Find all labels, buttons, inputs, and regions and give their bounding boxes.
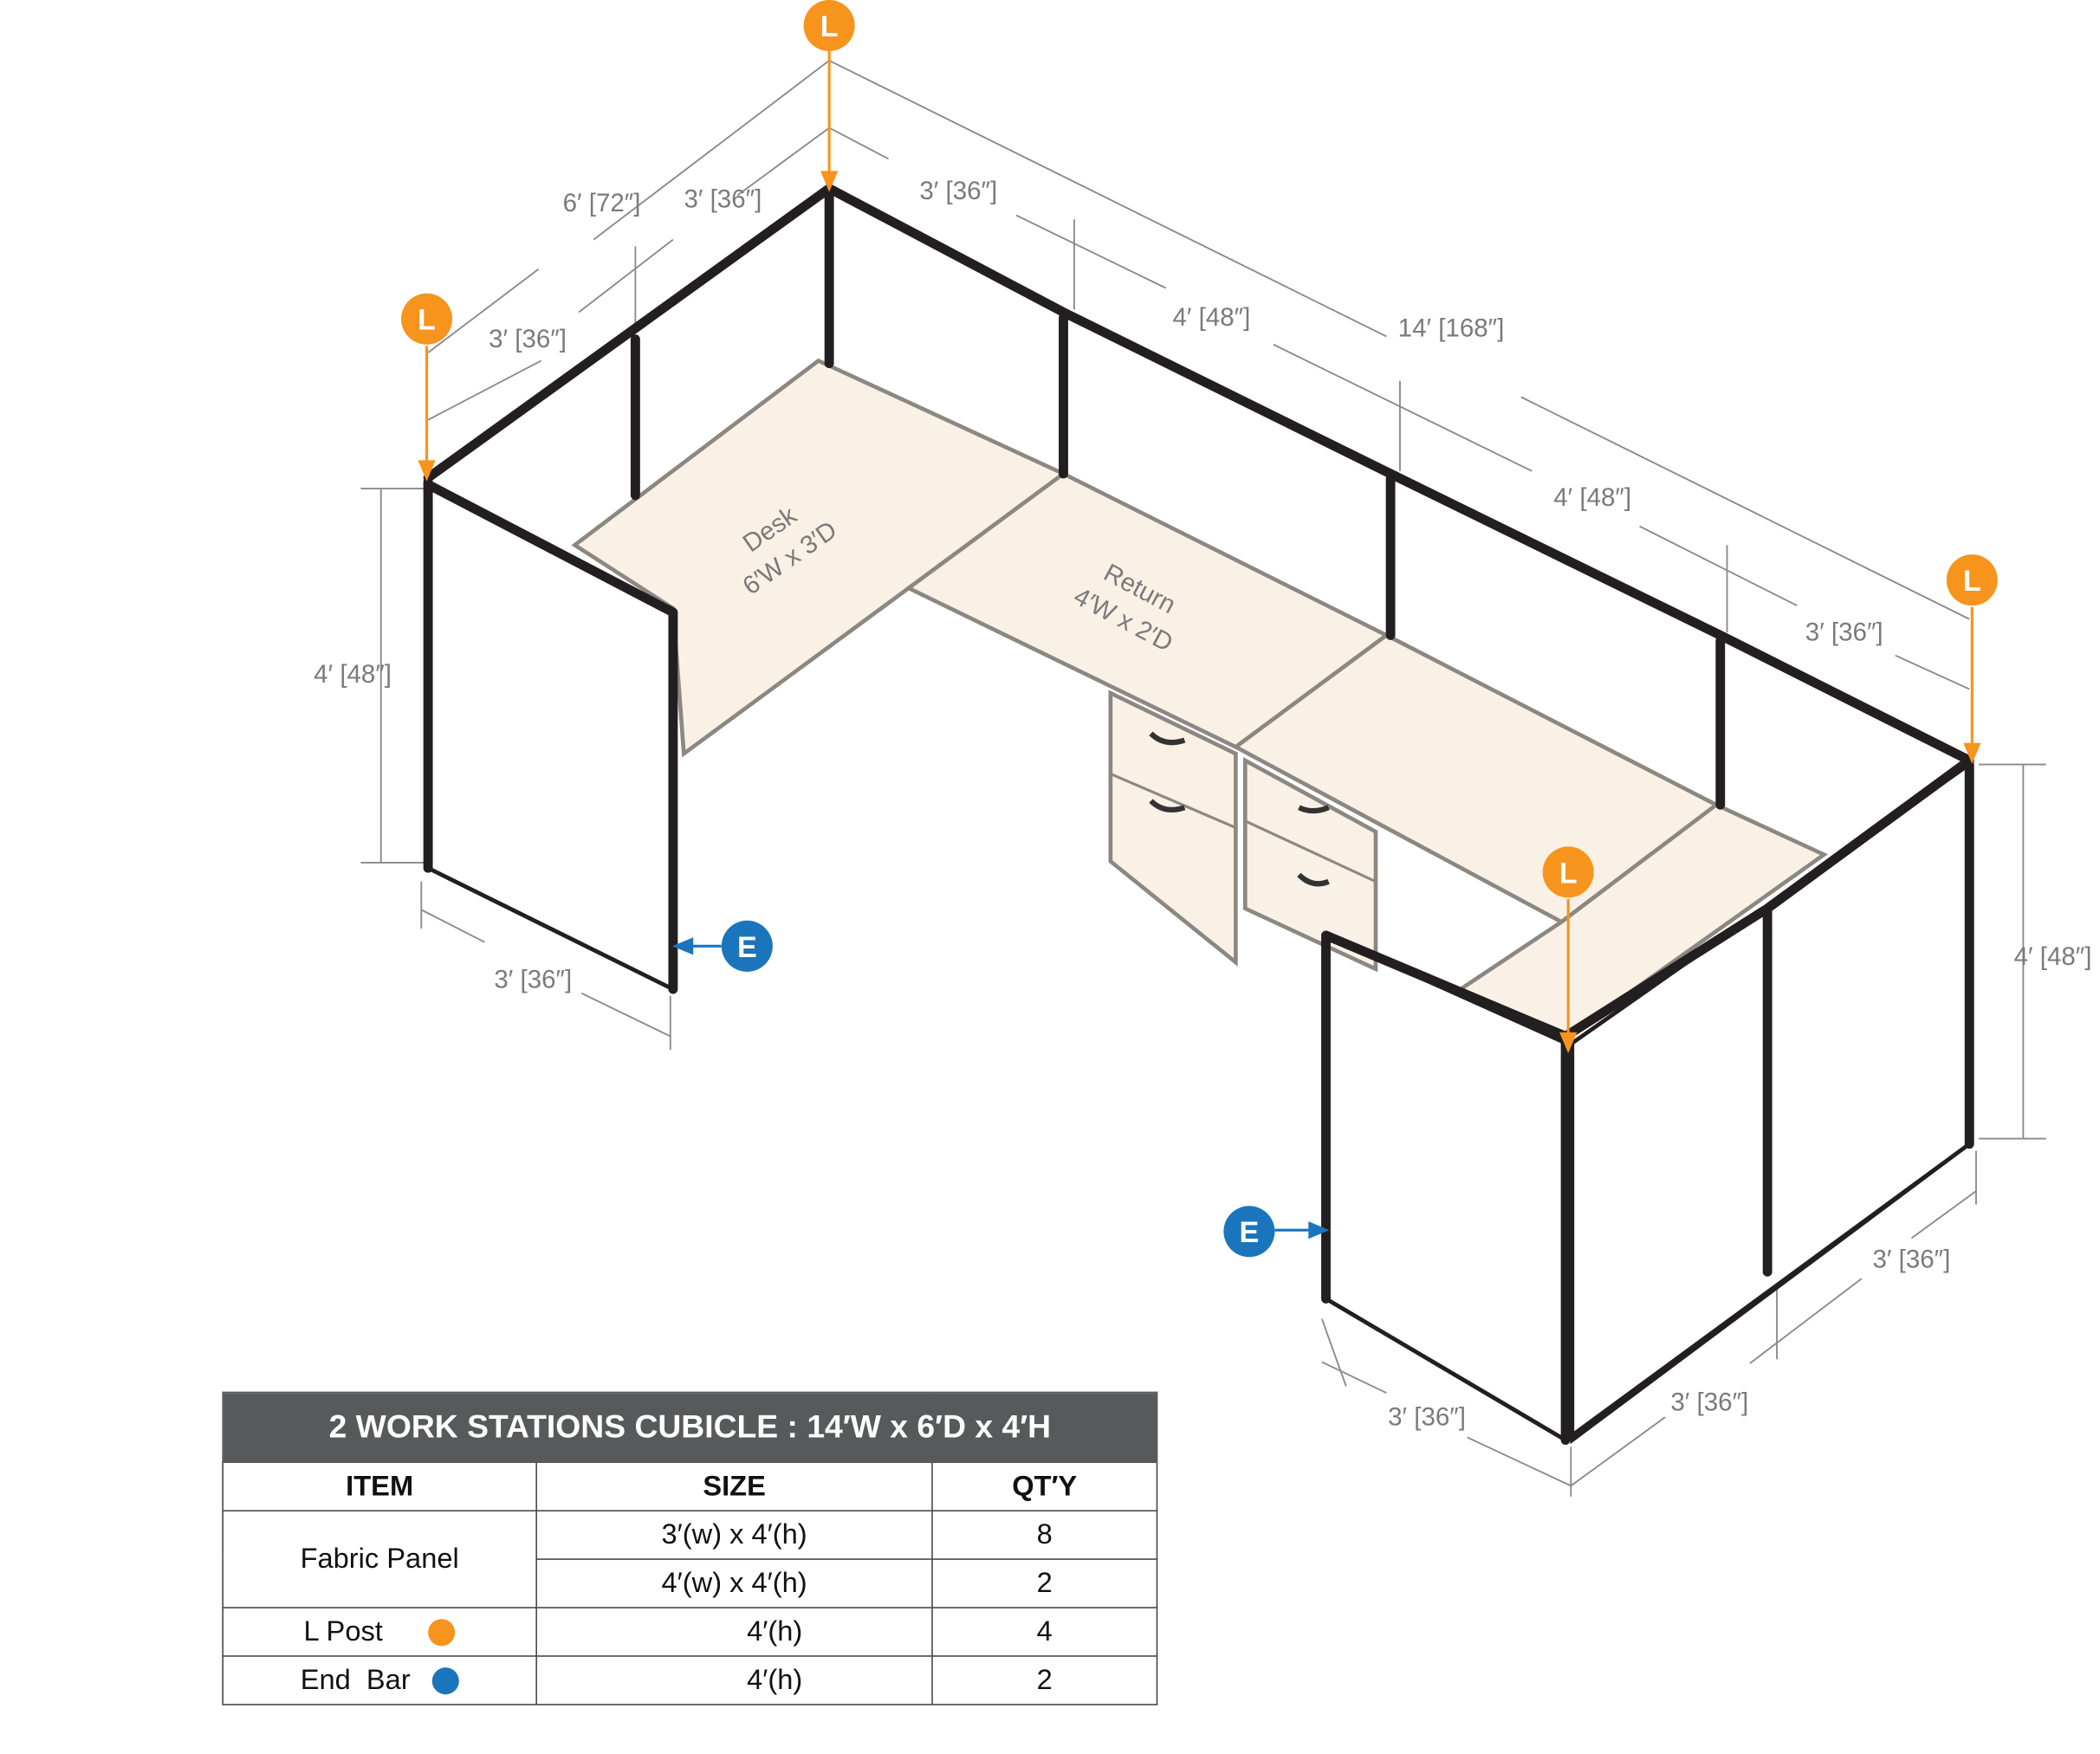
l-post-markers (418, 51, 1981, 1054)
qty-cell: 8 (931, 1510, 1158, 1560)
size-cell: 4′(h) (535, 1655, 933, 1705)
pedestal-left (1108, 689, 1238, 967)
size-cell: 3′(w) x 4′(h) (535, 1510, 933, 1560)
table-row: Fabric Panel 3′(w) x 4′(h) 8 (222, 1510, 1158, 1608)
dim-label: 3′ [36″] (1872, 1246, 1950, 1274)
item-cell-end-bar: End Bar (222, 1655, 537, 1705)
table-title: 2 WORK STATIONS CUBICLE : 14′W x 6′D x 4… (222, 1391, 1158, 1463)
end-bar-marker: E (721, 920, 773, 972)
dimension-labels: 6′ [72″] 3′ [36″] 3′ [36″] 3′ [36″] 4′ [… (314, 177, 2091, 1432)
header-size: SIZE (535, 1461, 933, 1511)
dimension-lines (360, 60, 2046, 1497)
l-post-marker: L (401, 293, 453, 345)
table-row: End Bar 4′(h) 2 (222, 1655, 1158, 1705)
svg-text:L: L (820, 10, 839, 43)
item-cell: Fabric Panel (222, 1510, 537, 1608)
pedestal-right (1242, 756, 1378, 973)
table-row: L Post 4′(h) 4 (222, 1607, 1158, 1657)
dim-label: 3′ [36″] (489, 325, 567, 353)
svg-text:L: L (1559, 857, 1578, 890)
qty-cell: 4 (931, 1607, 1158, 1657)
dim-label: 3′ [36″] (1670, 1388, 1748, 1416)
parts-table: 2 WORK STATIONS CUBICLE : 14′W x 6′D x 4… (222, 1391, 1158, 1705)
dim-overall-width: 14′ [168″] (1398, 314, 1505, 342)
item-label: End Bar (300, 1664, 411, 1696)
dim-label: 3′ [36″] (494, 965, 572, 994)
end-bar-marker: E (1223, 1206, 1275, 1258)
return-surface-2 (1456, 802, 1829, 1039)
work-surfaces (571, 358, 1829, 1039)
l-post-marker: L (803, 0, 855, 52)
table-row: 4′(w) x 4′(h) 2 (223, 1558, 1158, 1608)
dim-height-right: 4′ [48″] (2014, 942, 2092, 971)
header-qty: QT′Y (931, 1461, 1158, 1511)
dim-label: 3′ [36″] (1388, 1402, 1466, 1431)
l-post-marker: L (1946, 554, 1998, 606)
size-cell: 4′(w) x 4′(h) (535, 1558, 933, 1608)
dim-label: 3′ [36″] (1805, 618, 1883, 647)
dim-label: 4′ [48″] (1172, 303, 1250, 332)
dim-label: 3′ [36″] (684, 184, 762, 213)
dim-height-left: 4′ [48″] (314, 660, 392, 689)
dim-label: 3′ [36″] (919, 177, 997, 205)
svg-text:L: L (1963, 565, 1981, 598)
panel-frame (423, 184, 1974, 1446)
item-cell-l-post: L Post (222, 1607, 537, 1657)
svg-text:E: E (737, 931, 757, 964)
svg-text:L: L (418, 304, 436, 337)
dim-label: 4′ [48″] (1553, 483, 1631, 512)
size-cell: 4′(h) (535, 1607, 933, 1657)
end-bar-dot-icon (431, 1667, 459, 1695)
qty-cell: 2 (931, 1558, 1158, 1608)
svg-text:E: E (1240, 1216, 1260, 1249)
l-post-dot-icon (428, 1619, 456, 1647)
l-post-marker: L (1542, 846, 1594, 898)
qty-cell: 2 (931, 1655, 1158, 1705)
dim-overall-depth: 6′ [72″] (563, 189, 641, 217)
header-item: ITEM (222, 1461, 537, 1511)
end-bar-arrows (671, 937, 1330, 1239)
item-label: L Post (303, 1615, 383, 1647)
